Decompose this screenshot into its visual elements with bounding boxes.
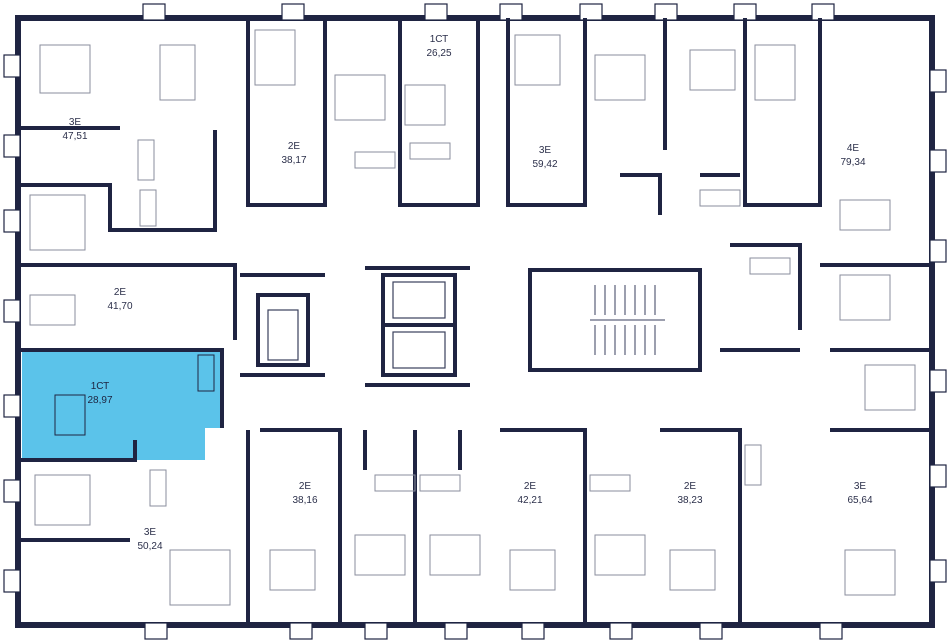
- unit-area: 79,34: [840, 157, 865, 168]
- elevator-doors: [267, 281, 446, 369]
- unit-area: 38,17: [281, 155, 306, 166]
- highlighted-unit-area[interactable]: [22, 350, 222, 460]
- windows: [3, 3, 947, 640]
- unit-type: 2Е: [524, 481, 537, 492]
- unit-type: 2Е: [114, 287, 127, 298]
- unit-label-u4[interactable]: 3Е 59,42: [532, 145, 557, 170]
- unit-type: 3Е: [539, 145, 552, 156]
- stair-steps: [590, 285, 665, 355]
- unit-type: 4Е: [847, 143, 860, 154]
- furniture: [29, 29, 916, 606]
- unit-type: 1СТ: [430, 34, 449, 45]
- unit-type: 3Е: [69, 117, 82, 128]
- unit-area: 59,42: [532, 159, 557, 170]
- unit-label-u2[interactable]: 2Е 38,17: [281, 141, 306, 166]
- unit-label-u9[interactable]: 2Е 42,21: [517, 481, 542, 506]
- building-core: [240, 266, 702, 387]
- unit-label-u11[interactable]: 3Е 65,64: [847, 481, 872, 506]
- unit-type: 2Е: [288, 141, 301, 152]
- unit-label-u7[interactable]: 1СТ 28,97: [87, 381, 112, 406]
- unit-label-u6[interactable]: 2Е 41,70: [107, 287, 132, 312]
- unit-label-u3[interactable]: 1СТ 26,25: [426, 34, 451, 59]
- interior-walls: [18, 18, 930, 625]
- unit-area: 38,23: [677, 495, 702, 506]
- unit-labels: 3Е 47,51 2Е 38,17 1СТ 26,25 3Е 59,42 4Е …: [62, 34, 872, 552]
- unit-label-u5[interactable]: 4Е 79,34: [840, 143, 865, 168]
- unit-area: 47,51: [62, 131, 87, 142]
- unit-type: 2Е: [299, 481, 312, 492]
- unit-area: 28,97: [87, 395, 112, 406]
- unit-area: 26,25: [426, 48, 451, 59]
- unit-area: 41,70: [107, 301, 132, 312]
- unit-area: 42,21: [517, 495, 542, 506]
- unit-type: 3Е: [144, 527, 157, 538]
- unit-area: 50,24: [137, 541, 162, 552]
- unit-type: 2Е: [684, 481, 697, 492]
- unit-label-u8[interactable]: 2Е 38,16: [292, 481, 317, 506]
- unit-area: 65,64: [847, 495, 872, 506]
- unit-area: 38,16: [292, 495, 317, 506]
- unit-label-u12[interactable]: 3Е 50,24: [137, 527, 162, 552]
- unit-label-u10[interactable]: 2Е 38,23: [677, 481, 702, 506]
- unit-type: 1СТ: [91, 381, 110, 392]
- unit-type: 3Е: [854, 481, 867, 492]
- unit-label-u1[interactable]: 3Е 47,51: [62, 117, 87, 142]
